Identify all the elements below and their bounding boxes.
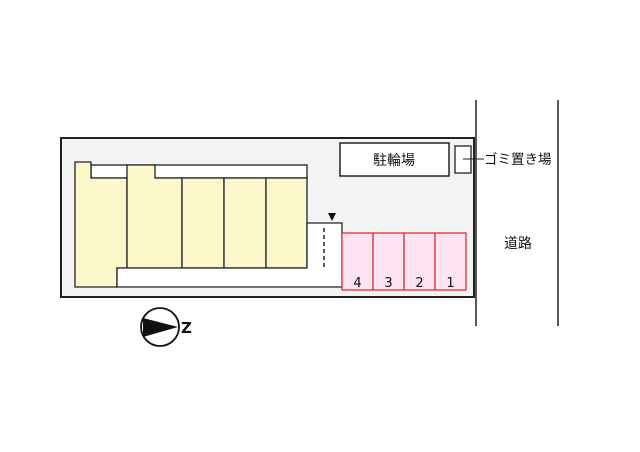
building-unit <box>181 177 225 269</box>
parking-space-number: 1 <box>446 276 454 291</box>
north-arrow-icon <box>143 318 178 337</box>
parking-space <box>372 232 405 291</box>
north-label: Z <box>181 319 192 337</box>
compass: Z <box>140 307 192 347</box>
building-unit <box>223 177 267 269</box>
walkway <box>116 222 343 288</box>
garbage-area-label: ゴミ置き場 <box>484 151 552 168</box>
parking-space-number: 4 <box>353 276 361 291</box>
building-unit <box>126 164 183 269</box>
entrance-arrow-icon <box>328 213 336 221</box>
bicycle-parking <box>339 142 450 177</box>
building-unit <box>265 177 308 269</box>
building-corridor <box>90 164 308 179</box>
parking-space-number: 3 <box>384 276 392 291</box>
road-label: 道路 <box>504 236 532 252</box>
parking-area: 4 3 2 1 <box>341 232 467 291</box>
parking-space <box>341 232 374 291</box>
building <box>74 161 308 288</box>
parking-space <box>434 232 467 291</box>
parking-space-number: 2 <box>415 276 423 291</box>
parking-space <box>403 232 436 291</box>
bicycle-parking-label: 駐輪場 <box>373 152 415 169</box>
